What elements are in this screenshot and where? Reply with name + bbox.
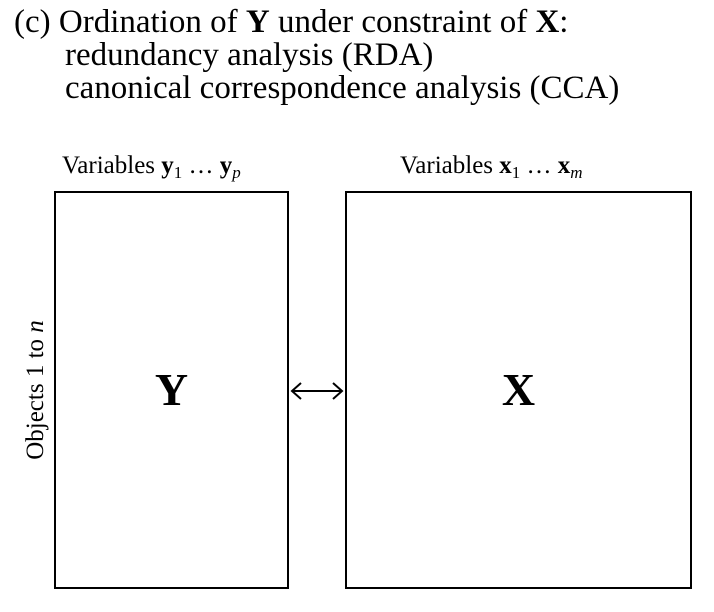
title-middle: under constraint of xyxy=(269,4,536,40)
objects-row-label: Objects 1 to n xyxy=(22,320,50,460)
y-variables-header: Variables y1 … yp xyxy=(62,151,241,181)
x-header-var2: x xyxy=(557,152,571,179)
row-label-prefix: Objects 1 to xyxy=(22,332,49,460)
y-header-var1: y xyxy=(161,152,174,179)
y-header-sub1: 1 xyxy=(173,163,183,182)
title-line-rda: redundancy analysis (RDA) xyxy=(65,37,434,73)
y-matrix-box: Y xyxy=(54,191,289,589)
y-header-var2: y xyxy=(219,152,233,179)
x-header-ellipsis: … xyxy=(520,152,558,179)
x-matrix-box: X xyxy=(345,191,692,589)
x-variables-header: Variables x1 … xm xyxy=(400,151,583,181)
y-header-sub2: p xyxy=(232,163,241,182)
title-x-symbol: X xyxy=(535,4,560,40)
diagram-title: (c) Ordination of Y under constraint of … xyxy=(14,6,619,105)
x-header-sub1: 1 xyxy=(511,163,521,182)
double-arrow-icon xyxy=(290,382,344,400)
y-matrix-letter: Y xyxy=(154,364,189,415)
title-line-cca: canonical correspondence analysis (CCA) xyxy=(65,70,620,106)
title-line-1: (c) Ordination of Y under constraint of … xyxy=(14,6,619,39)
y-header-prefix: Variables xyxy=(62,152,162,179)
x-matrix-letter: X xyxy=(501,364,536,415)
x-header-prefix: Variables xyxy=(400,152,500,179)
x-header-sub2: m xyxy=(570,163,583,182)
title-prefix: (c) Ordination of xyxy=(14,4,246,40)
title-y-symbol: Y xyxy=(245,4,270,40)
y-header-ellipsis: … xyxy=(182,152,220,179)
x-header-var1: x xyxy=(499,152,512,179)
title-colon: : xyxy=(559,4,569,40)
row-label-n: n xyxy=(22,320,49,333)
